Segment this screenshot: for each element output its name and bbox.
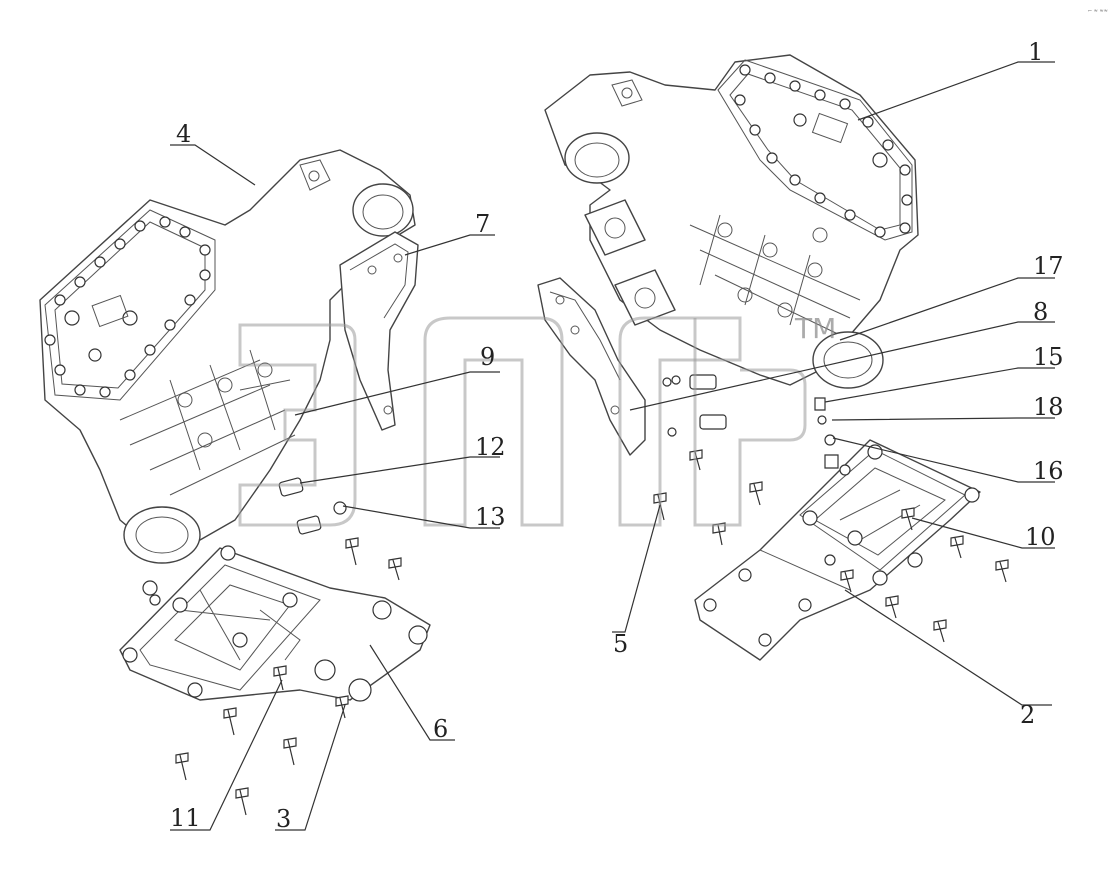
callout-4: 4 — [176, 120, 191, 148]
right-lower-frame — [694, 439, 981, 661]
callout-1: 1 — [1028, 38, 1043, 66]
callout-8: 8 — [1033, 298, 1048, 326]
callout-5: 5 — [613, 630, 628, 658]
left-gearbox-housing — [39, 149, 416, 564]
watermark-tm: TM — [794, 312, 836, 345]
right-cover-bolts — [734, 64, 913, 238]
corner-mark: ⌐ ≈ ≈≈ — [1088, 8, 1108, 14]
right-gearbox-housing — [544, 54, 919, 389]
callout-3: 3 — [276, 805, 291, 833]
callout-labels: 1 2 3 4 5 6 7 8 9 10 11 12 13 15 16 17 1… — [170, 38, 1064, 833]
callout-11: 11 — [170, 804, 201, 832]
callout-6: 6 — [433, 715, 448, 743]
callout-17: 17 — [1033, 252, 1064, 280]
callout-15: 15 — [1033, 343, 1064, 371]
watermark-logo: TM — [238, 312, 836, 527]
left-loose-bolts — [175, 537, 402, 816]
callout-2: 2 — [1020, 701, 1035, 729]
callout-9: 9 — [480, 343, 495, 371]
callout-leaders — [170, 61, 1055, 831]
left-bolt-set — [239, 379, 347, 535]
right-small-parts — [662, 374, 839, 469]
callout-7: 7 — [475, 210, 490, 238]
callout-10: 10 — [1025, 523, 1056, 551]
callout-13: 13 — [475, 503, 506, 531]
callout-18: 18 — [1033, 393, 1064, 421]
callout-16: 16 — [1033, 457, 1064, 485]
right-mounting-bracket — [537, 277, 646, 456]
callout-12: 12 — [475, 433, 506, 461]
left-lower-frame — [119, 545, 431, 702]
